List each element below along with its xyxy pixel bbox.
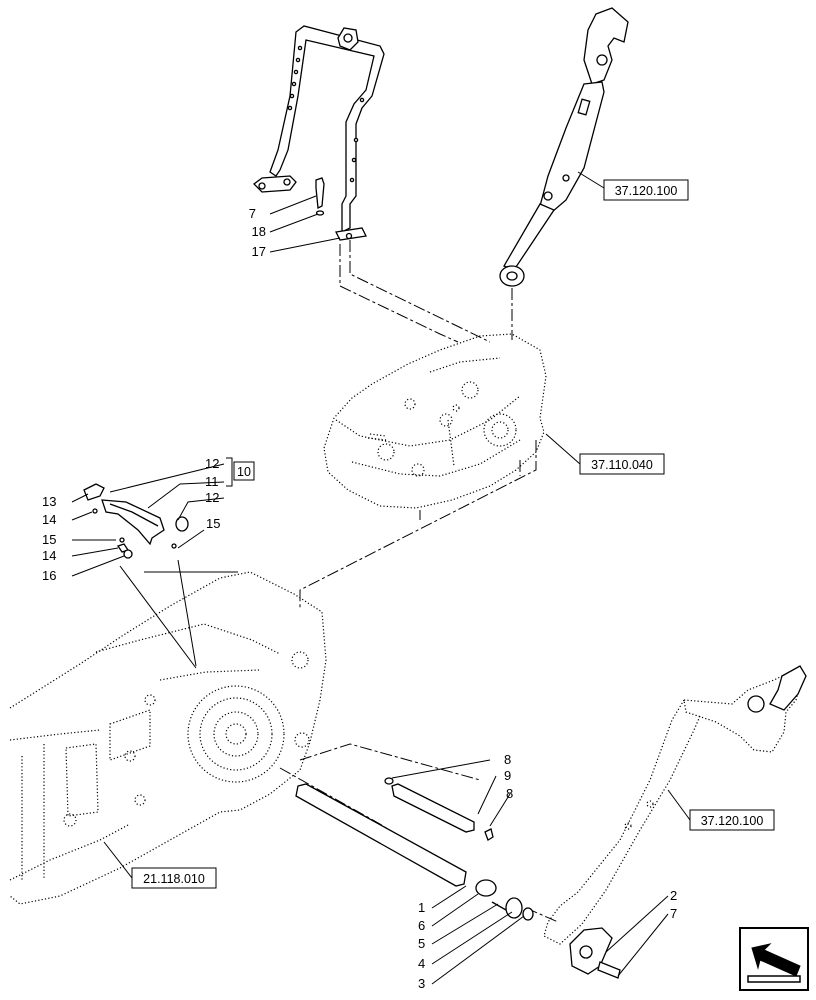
lift-housing	[323, 333, 547, 509]
snap-ring-8b	[484, 828, 494, 841]
callout-7: 7	[249, 206, 256, 221]
shafts	[295, 777, 534, 921]
ref-box-37-110-040[interactable]: 37.110.040	[579, 453, 665, 475]
bushing-3	[522, 907, 534, 921]
callout-14-top: 14	[42, 512, 56, 527]
o-ring-6	[475, 879, 497, 897]
shaft-1	[295, 783, 467, 887]
callout-1: 1	[418, 900, 425, 915]
ref-box-37-120-100-upper[interactable]: 37.120.100	[603, 179, 689, 201]
callout-16: 16	[42, 568, 56, 583]
callout-4: 4	[418, 956, 425, 971]
snap-ring-8a	[384, 777, 394, 785]
callout-15-left: 15	[42, 532, 56, 547]
callout-7-bottom: 7	[670, 906, 677, 921]
washer-18	[315, 210, 325, 216]
assembly-lines	[279, 240, 559, 923]
upper-top-link	[499, 7, 629, 287]
callout-13: 13	[42, 494, 56, 509]
callout-6: 6	[418, 918, 425, 933]
callout-8-bottom: 8	[506, 786, 513, 801]
callout-11: 11	[205, 474, 219, 489]
ref-box-37-120-100-lower[interactable]: 37.120.100	[689, 809, 775, 831]
ref-box-21-118-010[interactable]: 21.118.010	[131, 867, 217, 889]
bracket-holes	[287, 45, 365, 183]
callout-17: 17	[252, 244, 266, 259]
bushing-4	[505, 897, 523, 919]
bolt-7	[315, 177, 325, 210]
ref-box-label: 37.120.100	[615, 184, 678, 198]
callout-8-top: 8	[504, 752, 511, 767]
group-ref-10[interactable]: 10	[233, 461, 255, 481]
bolt-7b	[597, 961, 621, 979]
lower-lift-arm	[543, 665, 807, 945]
sensor-parts	[569, 927, 621, 979]
callout-labels: 7 18 17 12 11 12 15 13 14 15 14 16 8 9 8…	[42, 206, 677, 991]
top-link-bracket	[253, 25, 385, 241]
shaft-9	[391, 783, 475, 833]
callout-2: 2	[670, 888, 677, 903]
spacer-5	[491, 901, 507, 911]
ref-box-label: 21.118.010	[143, 872, 205, 886]
callout-12-top: 12	[205, 456, 219, 471]
group-ref-label: 10	[237, 465, 251, 479]
transmission-housing	[9, 571, 327, 905]
callout-15-right: 15	[206, 516, 220, 531]
callout-14-bottom: 14	[42, 548, 56, 563]
arrow-down-left-icon[interactable]	[739, 927, 809, 991]
callout-12-mid: 12	[205, 490, 219, 505]
ref-box-label: 37.110.040	[591, 458, 653, 472]
callout-9: 9	[504, 768, 511, 783]
ref-box-label: 37.120.100	[701, 814, 764, 828]
lift-arm-link-parts	[83, 483, 189, 559]
callout-5: 5	[418, 936, 425, 951]
callout-18: 18	[252, 224, 266, 239]
callout-3: 3	[418, 976, 425, 991]
leader-lines	[71, 171, 691, 985]
